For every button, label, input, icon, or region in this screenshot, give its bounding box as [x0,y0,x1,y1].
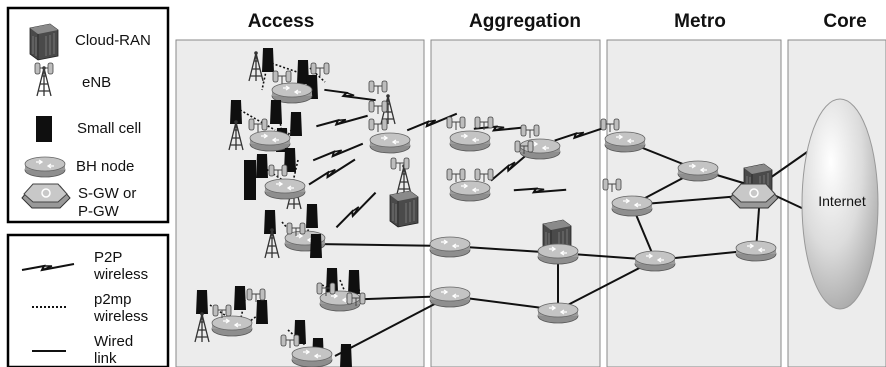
cloud-ran-icon [29,23,59,61]
header-aggregation: Aggregation [469,11,581,32]
legend-p2p-line2: wireless [93,266,148,283]
legend-enb: eNB [82,74,111,91]
legend-small-cell: Small cell [77,120,141,137]
bh-node-icon [735,240,777,262]
small-cell-icon [290,112,302,136]
bh-node-icon [537,302,579,324]
bh-node-icon [604,131,646,153]
bh-node-icon [519,138,561,160]
small-cell-icon [256,154,268,178]
header-access: Access [248,11,315,32]
bh-node-icon [611,195,653,217]
small-cell-icon [262,48,274,72]
bh-node-icon [634,250,676,272]
legend-links: P2P wireless p2mp wireless Wired link [6,233,170,367]
small-cell-icon [310,234,322,258]
internet-label: Internet [818,193,866,209]
bh-node-icon [249,130,291,152]
access-cluster [194,48,419,367]
legend-p2mp-line1: p2mp [94,291,132,308]
header-core: Core [823,11,866,32]
bh-node-icon [537,243,579,265]
gateway-icon [21,183,71,209]
bh-node-icon [449,130,491,152]
bh-node-icon [291,346,333,367]
metro-cluster [600,118,779,272]
legend-gw-line2: P-GW [78,203,120,220]
small-cell-icon [36,116,52,142]
bh-node-icon [677,160,719,182]
bh-node-icon [449,180,491,202]
bh-node-icon [369,132,411,154]
internet-cloud: Internet [801,98,879,310]
small-cell-icon [234,286,246,310]
legend-gw-line1: S-GW or [78,185,136,202]
bh-node-icon [211,315,253,337]
wired-link [775,195,807,211]
legend-p2mp-line2: wireless [93,308,148,325]
cloud-ran-icon [389,190,419,228]
header-metro: Metro [674,11,726,32]
bh-node-icon [24,156,66,178]
wired-link [314,243,451,247]
bh-node-icon [264,178,306,200]
internet-ellipse [801,98,879,310]
legend-cloud-ran: Cloud-RAN [75,32,151,49]
legend-devices: Cloud-RAN eNB Small cell BH node S-GW or… [6,6,170,224]
small-cell-icon [244,160,256,200]
small-cell-icon [264,210,276,234]
small-cell-icon [340,344,352,367]
legend-wired-line2: link [94,350,117,367]
small-cell-icon [256,300,268,324]
small-cell-icon [348,270,360,294]
legend-p2p-line1: P2P [94,249,122,266]
wired-link [334,295,451,357]
bh-node-icon [429,286,471,308]
small-cell-icon [306,204,318,228]
gateway-icon [729,183,779,209]
legend-wired-line1: Wired [94,333,133,350]
legend-bh-node: BH node [76,158,134,175]
small-cell-icon [196,290,208,314]
bh-node-icon [429,236,471,258]
legend-links-frame [6,233,170,367]
wired-link [769,149,811,179]
small-cell-icon [270,100,282,124]
